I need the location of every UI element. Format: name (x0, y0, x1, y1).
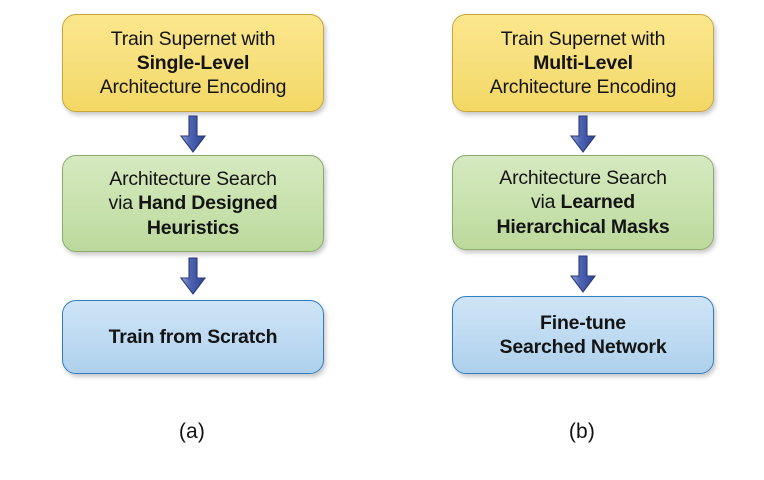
node-line-1: Train Supernet with (110, 27, 276, 50)
node-line-3: Heuristics (146, 216, 240, 239)
node-line-2: Single-Level (136, 51, 250, 74)
caption-a: (a) (178, 420, 206, 443)
node-text: Train Supernet with Single-Level Archite… (71, 27, 315, 100)
node-line-1: Train from Scratch (108, 325, 278, 348)
node-line-1: Train Supernet with (500, 27, 666, 50)
node-text: Fine-tune Searched Network (461, 311, 705, 359)
node-line-2: Searched Network (499, 336, 667, 358)
caption-b: (b) (568, 420, 596, 443)
node-text: Train Supernet with Multi-Level Architec… (461, 27, 705, 100)
down-arrow-icon (176, 114, 210, 154)
node-line-3: Architecture Encoding (99, 76, 287, 99)
down-arrow-icon (176, 256, 210, 296)
node-line-1: Architecture Search (499, 167, 667, 190)
node-line-2-prefix: via (530, 191, 561, 214)
node-line-1: Fine-tune (540, 311, 626, 334)
node-architecture-search-learned-masks[interactable]: Architecture Search via Learned Hierarch… (452, 155, 714, 250)
flow-column-b: Train Supernet with Multi-Level Architec… (432, 0, 732, 480)
node-fine-tune-searched-network[interactable]: Fine-tune Searched Network (452, 296, 714, 374)
node-line-2: Multi-Level (533, 51, 633, 74)
flow-column-a: Train Supernet with Single-Level Archite… (42, 0, 342, 480)
down-arrow-icon (566, 254, 600, 294)
node-line-1: Architecture Search (109, 168, 277, 191)
node-line-3: Hierarchical Masks (496, 215, 670, 238)
node-line-3: Architecture Encoding (489, 76, 677, 99)
node-text: Train from Scratch (71, 325, 315, 349)
node-line-2-emph: Learned (560, 191, 636, 214)
node-train-supernet-single-level[interactable]: Train Supernet with Single-Level Archite… (62, 14, 324, 112)
down-arrow-icon (566, 114, 600, 154)
node-line-2-prefix: via (108, 192, 139, 215)
node-text: Architecture Search via Hand Designed He… (71, 167, 315, 240)
node-line-2-emph: Hand Designed (138, 192, 278, 215)
node-train-supernet-multi-level[interactable]: Train Supernet with Multi-Level Architec… (452, 14, 714, 112)
node-architecture-search-hand-designed[interactable]: Architecture Search via Hand Designed He… (62, 155, 324, 252)
node-train-from-scratch[interactable]: Train from Scratch (62, 300, 324, 374)
node-text: Architecture Search via Learned Hierarch… (461, 166, 705, 239)
